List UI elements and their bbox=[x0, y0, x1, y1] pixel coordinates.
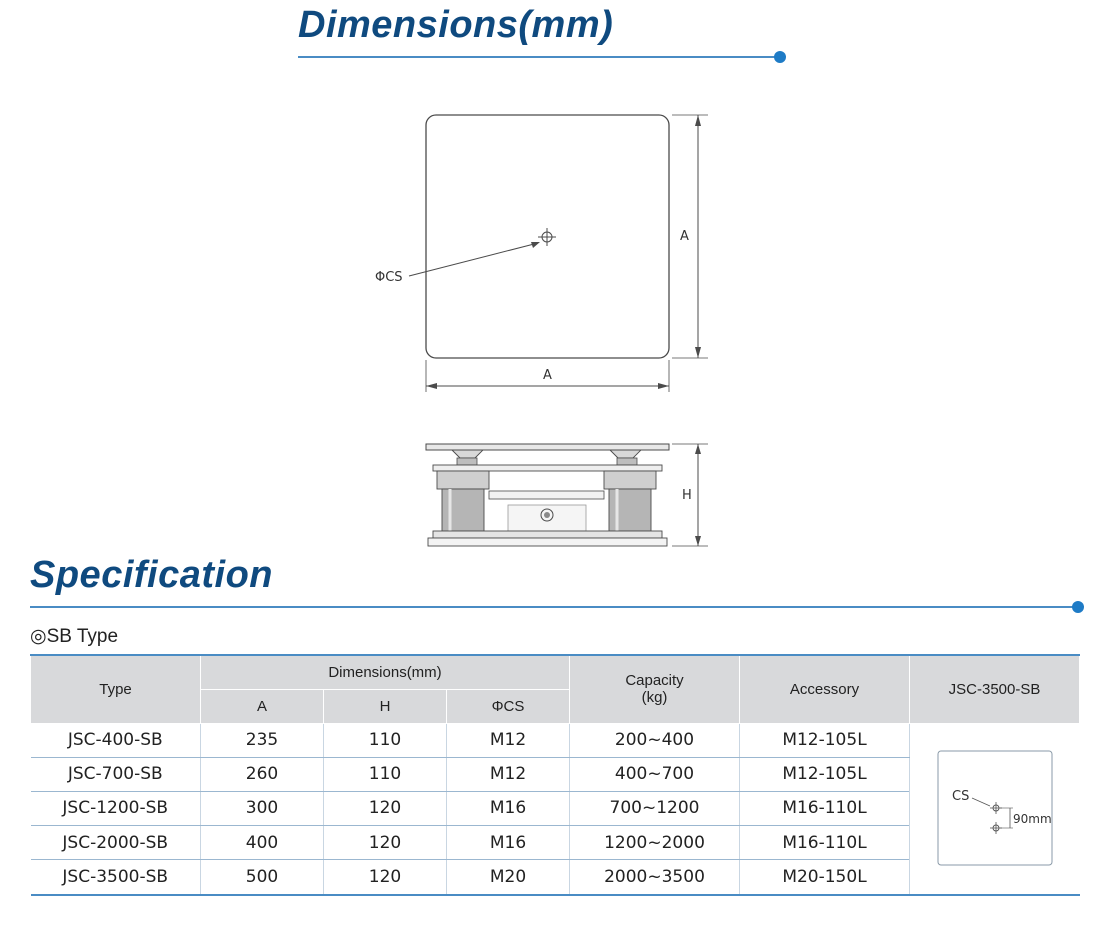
cell-h: 110 bbox=[323, 723, 447, 758]
cell-h: 110 bbox=[323, 757, 447, 792]
header-h: H bbox=[323, 689, 447, 724]
dimension-h bbox=[672, 443, 708, 547]
cell-cs: M12 bbox=[446, 723, 570, 758]
cell-type: JSC-700-SB bbox=[30, 757, 201, 792]
header-model-image: JSC-3500-SB bbox=[909, 654, 1080, 724]
dimensions-title-rule-dot bbox=[774, 51, 786, 63]
specification-title: Specification bbox=[30, 554, 273, 596]
cell-capacity: 700~1200 bbox=[569, 791, 740, 827]
dimension-h-label: H bbox=[682, 488, 692, 503]
table-row: JSC-1200-SB 300 120 M16 700~1200 M16-110… bbox=[30, 791, 1080, 827]
dimension-a-vertical bbox=[672, 114, 708, 359]
cell-cs: M16 bbox=[446, 825, 570, 861]
header-capacity: Capacity (kg) bbox=[569, 654, 740, 724]
cell-a: 400 bbox=[200, 825, 324, 861]
table-row: JSC-700-SB 260 110 M12 400~700 M12-105L bbox=[30, 757, 1080, 792]
side-view bbox=[425, 443, 670, 547]
cell-h: 120 bbox=[323, 791, 447, 827]
cell-cs: M12 bbox=[446, 757, 570, 792]
cell-type: JSC-1200-SB bbox=[30, 791, 201, 827]
cell-accessory: M20-150L bbox=[739, 859, 910, 896]
header-type: Type bbox=[30, 654, 201, 724]
cell-a: 260 bbox=[200, 757, 324, 792]
header-dimensions: Dimensions(mm) bbox=[200, 654, 570, 690]
dimension-a-right-label: A bbox=[680, 229, 689, 244]
cell-accessory: M12-105L bbox=[739, 723, 910, 758]
hole-spacing-label: 90mm bbox=[1013, 812, 1052, 826]
cell-cs: M16 bbox=[446, 791, 570, 827]
specification-title-rule bbox=[30, 606, 1076, 608]
model-image-cell: CS 90mm bbox=[909, 723, 1080, 896]
table-row: JSC-2000-SB 400 120 M16 1200~2000 M16-11… bbox=[30, 825, 1080, 861]
cell-cs: M20 bbox=[446, 859, 570, 896]
sb-type-subtitle: ◎SB Type bbox=[30, 626, 119, 647]
cell-capacity: 2000~3500 bbox=[569, 859, 740, 896]
cell-accessory: M12-105L bbox=[739, 757, 910, 792]
cell-accessory: M16-110L bbox=[739, 791, 910, 827]
cell-type: JSC-3500-SB bbox=[30, 859, 201, 896]
cell-a: 235 bbox=[200, 723, 324, 758]
dimension-drawing: ΦCS A A bbox=[375, 114, 708, 547]
cell-a: 300 bbox=[200, 791, 324, 827]
cs-leader-arrow bbox=[531, 242, 540, 248]
specification-table: Type Dimensions(mm) Capacity (kg) Access… bbox=[30, 654, 1080, 896]
cell-a: 500 bbox=[200, 859, 324, 896]
cell-capacity: 1200~2000 bbox=[569, 825, 740, 861]
dimensions-title: Dimensions(mm) bbox=[298, 4, 614, 46]
header-accessory: Accessory bbox=[739, 654, 910, 724]
cell-accessory: M16-110L bbox=[739, 825, 910, 861]
dimension-a-bottom-label: A bbox=[543, 368, 552, 383]
table-row: JSC-400-SB 235 110 M12 200~400 M12-105L … bbox=[30, 723, 1080, 896]
cell-type: JSC-400-SB bbox=[30, 723, 201, 758]
header-cs: ΦCS bbox=[446, 689, 570, 724]
specification-title-rule-dot bbox=[1072, 601, 1084, 613]
cs-leader-line bbox=[408, 242, 539, 277]
cell-h: 120 bbox=[323, 859, 447, 896]
center-hole-symbol bbox=[538, 228, 556, 246]
cell-h: 120 bbox=[323, 825, 447, 861]
cs-label: ΦCS bbox=[375, 270, 403, 285]
cell-type: JSC-2000-SB bbox=[30, 825, 201, 861]
cell-capacity: 400~700 bbox=[569, 757, 740, 792]
cell-capacity: 200~400 bbox=[569, 723, 740, 758]
header-a: A bbox=[200, 689, 324, 724]
dimension-a-horizontal bbox=[425, 360, 670, 392]
table-row: JSC-3500-SB 500 120 M20 2000~3500 M20-15… bbox=[30, 859, 1080, 896]
hole-spacing-diagram: CS 90mm bbox=[937, 750, 1053, 865]
hole-spacing-cs-label: CS bbox=[952, 789, 969, 804]
dimensions-title-rule bbox=[298, 56, 776, 58]
